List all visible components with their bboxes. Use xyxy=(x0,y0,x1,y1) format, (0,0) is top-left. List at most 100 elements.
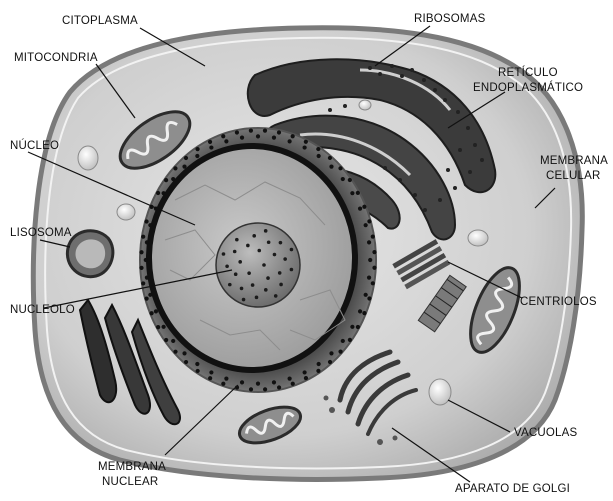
nuclear-pore xyxy=(329,164,333,168)
nuclear-pore xyxy=(171,339,175,343)
label-centriolos: CENTRIOLOS xyxy=(520,296,597,308)
nuclear-pore xyxy=(272,136,276,140)
nuclear-pore xyxy=(362,311,366,315)
vacuole xyxy=(78,146,98,170)
nucleolus-granule xyxy=(264,229,268,233)
nuclear-pore xyxy=(356,325,360,329)
nuclear-pore xyxy=(341,339,345,343)
nucleolus-granule xyxy=(264,288,268,292)
nuclear-pore xyxy=(182,164,186,168)
label-membrana-nuclear-2: NUCLEAR xyxy=(102,476,158,488)
nucleolus-granule xyxy=(225,264,229,268)
nucleolus-granule xyxy=(278,271,282,275)
nuclear-pore xyxy=(367,219,371,223)
nuclear-pore xyxy=(350,325,354,329)
nuclear-pore xyxy=(256,382,260,386)
nuclear-pore xyxy=(358,309,362,313)
label-reticulo-1: RETÍCULO xyxy=(498,66,558,79)
nuclear-pore xyxy=(195,147,199,151)
nucleolus-granule xyxy=(267,240,271,244)
label-reticulo-2: ENDOPLASMÁTICO xyxy=(473,81,583,94)
nuclear-pore xyxy=(291,134,295,138)
lysosome xyxy=(67,231,113,277)
nucleolus-granule xyxy=(247,271,251,275)
vacuole xyxy=(117,204,135,220)
label-citoplasma: CITOPLASMA xyxy=(62,15,138,27)
nuclear-pore xyxy=(224,376,228,380)
label-aparato-golgi: APARATO DE GOLGI xyxy=(455,483,570,495)
nuclear-pore xyxy=(162,191,166,195)
nuclear-pore xyxy=(316,369,320,373)
nuclear-pore xyxy=(358,207,362,211)
vacuole xyxy=(468,230,488,246)
nuclear-pore xyxy=(329,351,333,355)
nuclear-pore xyxy=(328,156,332,160)
nuclear-pore xyxy=(173,350,177,354)
nuclear-pore xyxy=(341,177,345,181)
nucleolus-granule xyxy=(262,263,266,267)
label-mitocondria: MITOCONDRIA xyxy=(14,52,98,64)
label-lisosoma: LISOSOMA xyxy=(10,227,72,239)
nuclear-pore xyxy=(221,134,225,138)
nucleolus-granule xyxy=(240,287,244,291)
nucleolus-granule xyxy=(228,283,232,287)
nuclear-pore xyxy=(256,134,260,138)
nucleolus-granule xyxy=(283,257,287,261)
nucleolus-granule xyxy=(274,294,278,298)
nuclear-pore xyxy=(317,154,321,158)
nuclear-pore xyxy=(144,258,148,262)
nuclear-pore xyxy=(367,296,371,300)
nucleolus-granule xyxy=(235,238,239,242)
nucleolus-granule xyxy=(257,249,261,253)
nuclear-pore xyxy=(364,223,368,227)
label-vacuolas: VACUOLAS xyxy=(514,427,578,439)
nucleolus-granule xyxy=(255,296,259,300)
nuclear-pore xyxy=(148,293,152,297)
nucleolus-granule xyxy=(266,276,270,280)
nuclear-pore xyxy=(224,139,228,143)
nuclear-pore xyxy=(303,370,307,374)
label-ribosomas: RIBOSOMAS xyxy=(414,13,486,25)
label-nucleo: NÚCLEO xyxy=(10,139,59,152)
vacuole xyxy=(359,100,371,110)
nuclear-pore xyxy=(316,147,320,151)
vacuole xyxy=(429,379,451,405)
nuclear-pore xyxy=(144,219,148,223)
nucleolus-granule xyxy=(233,250,237,254)
nucleolus-granule xyxy=(252,234,256,238)
nuclear-pore xyxy=(195,154,199,158)
nuclear-pore xyxy=(162,325,166,329)
nuclear-pore xyxy=(144,297,148,301)
nucleolus-granule xyxy=(279,283,283,287)
nucleolus-granule xyxy=(246,244,250,248)
nuclear-pore xyxy=(249,387,253,391)
label-membrana-celular-1: MEMBRANA xyxy=(540,155,608,167)
nuclear-pore xyxy=(348,338,352,342)
nuclear-pore xyxy=(184,156,188,160)
nuclear-pore xyxy=(145,240,149,244)
nuclear-pore xyxy=(171,177,175,181)
nucleolus xyxy=(216,223,300,307)
nuclear-pore xyxy=(235,130,239,134)
label-membrana-nuclear-1: MEMBRANA xyxy=(98,461,166,473)
nuclear-pore xyxy=(141,235,145,239)
nuclear-pore xyxy=(304,376,308,380)
nucleolus-granule xyxy=(273,253,277,257)
nuclear-pore xyxy=(249,129,253,133)
nuclear-pore xyxy=(362,205,366,209)
nuclear-pore xyxy=(338,166,342,170)
nucleolus-granule xyxy=(290,248,294,252)
nuclear-pore xyxy=(368,258,372,262)
label-nucleolo: NUCLEOLO xyxy=(10,304,75,316)
nuclear-pore xyxy=(156,325,160,329)
nuclear-pore xyxy=(328,360,332,364)
nuclear-pore xyxy=(350,191,354,195)
nuclear-pore xyxy=(304,140,308,144)
nuclear-pore xyxy=(164,178,168,182)
nuclear-pore xyxy=(221,382,225,386)
nuclear-pore xyxy=(364,293,368,297)
nuclear-pore xyxy=(371,234,375,238)
nuclear-pore xyxy=(141,281,145,285)
nuclear-pore xyxy=(139,250,143,254)
